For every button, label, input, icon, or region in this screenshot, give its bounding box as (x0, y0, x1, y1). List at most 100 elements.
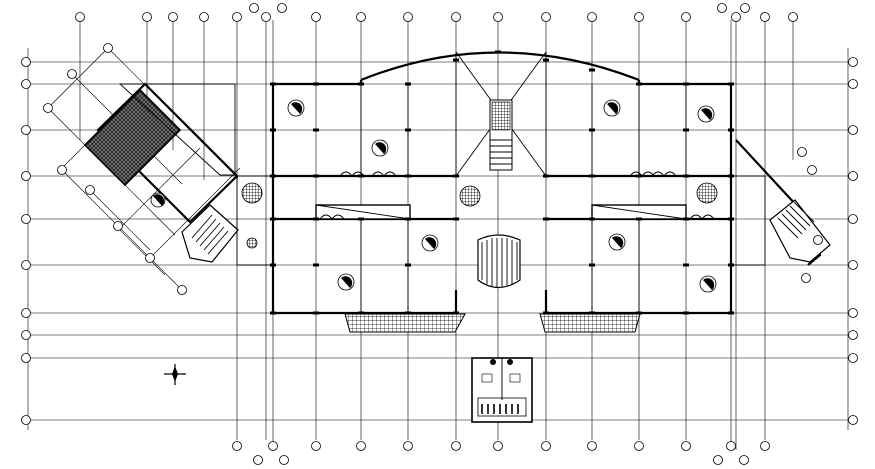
grid-bubble (681, 441, 691, 451)
grid-bubble (249, 3, 259, 13)
grid-bubble (587, 441, 597, 451)
grid-bubble (21, 353, 31, 363)
column-mark (683, 174, 689, 178)
grid-bubble (21, 214, 31, 224)
grid-bubble (541, 441, 551, 451)
grid-bubble (717, 3, 727, 13)
column-mark (683, 82, 689, 86)
grid-bubble (177, 285, 187, 295)
column-mark (636, 174, 642, 178)
column-mark (543, 58, 549, 62)
bottom-annex (471, 357, 533, 423)
room-fixture-fill (341, 276, 353, 288)
grid-bubble (21, 330, 31, 340)
column-mark (728, 174, 734, 178)
grid-bubble (788, 12, 798, 22)
column-mark (453, 58, 459, 62)
left-wing (83, 82, 239, 263)
column-mark (543, 174, 549, 178)
grid-bubble (634, 441, 644, 451)
grid-bubble (848, 171, 858, 181)
column-mark (543, 217, 549, 221)
grid-bubble (848, 330, 858, 340)
grid-bubble (713, 455, 723, 465)
column-mark (683, 128, 689, 132)
grid-bubble (801, 273, 811, 283)
grid-bubble (356, 12, 366, 22)
grid-bubble (253, 455, 263, 465)
grid-bubble (168, 12, 178, 22)
grid-bubble (199, 12, 209, 22)
column-mark (589, 128, 595, 132)
door-swing (371, 171, 397, 177)
grid-bubble (681, 12, 691, 22)
grid-bubble (813, 235, 823, 245)
column-mark (270, 174, 276, 178)
column-mark (543, 311, 549, 315)
door-swing (319, 214, 345, 220)
column-mark (270, 82, 276, 86)
grid-bubble (21, 260, 31, 270)
grid-bubble (311, 441, 321, 451)
grid-bubble (113, 221, 123, 231)
grid-bubble (232, 12, 242, 22)
column-mark (728, 263, 734, 267)
grid-bubble (261, 12, 271, 22)
door-swing (339, 171, 365, 177)
column-mark (453, 174, 459, 178)
grid-bubble (587, 12, 597, 22)
grid-bubble (21, 125, 31, 135)
round-columns (241, 182, 718, 249)
column-mark (683, 217, 689, 221)
grid-bubble (848, 260, 858, 270)
room-fixture-fill (425, 237, 437, 249)
grid-bubble (848, 353, 858, 363)
column-mark (313, 263, 319, 267)
column-mark (313, 311, 319, 315)
right-wing (735, 139, 831, 266)
grid-bubble (760, 12, 770, 22)
grid-bubble (268, 441, 278, 451)
room-fixture-fill (612, 236, 624, 248)
canopies (344, 313, 641, 333)
column-mark (728, 128, 734, 132)
grid-bubble (807, 165, 817, 175)
column-mark (358, 82, 364, 86)
column-mark (589, 174, 595, 178)
grid-bubble (739, 455, 749, 465)
grid-bubble (848, 125, 858, 135)
column-mark (405, 82, 411, 86)
grid-bubble (848, 415, 858, 425)
column-mark (683, 311, 689, 315)
column-mark (270, 311, 276, 315)
column-mark (728, 217, 734, 221)
grid-bubble (848, 57, 858, 67)
room-fixture-fill (375, 142, 387, 154)
grid-bubble (43, 103, 53, 113)
grid-bubble (103, 43, 113, 53)
grid-bubble (85, 185, 95, 195)
north-arrow-icon (164, 364, 186, 385)
grid-bubble (740, 3, 750, 13)
column-mark (405, 217, 411, 221)
grid-bubble (277, 3, 287, 13)
grid-bubble (731, 12, 741, 22)
grid-bubble (726, 441, 736, 451)
grid-bubble (356, 441, 366, 451)
column-marks (270, 50, 734, 315)
column-mark (313, 82, 319, 86)
grid-bubble (493, 12, 503, 22)
column-mark (453, 311, 459, 315)
column-mark (405, 311, 411, 315)
column-mark (270, 263, 276, 267)
grid-bubble (145, 253, 155, 263)
column-mark (589, 263, 595, 267)
grid-bubble (403, 12, 413, 22)
grid-bubble (21, 79, 31, 89)
column-mark (270, 128, 276, 132)
column-mark (589, 311, 595, 315)
column-mark (589, 217, 595, 221)
grid-bubble (311, 12, 321, 22)
grid-bubble (67, 69, 77, 79)
